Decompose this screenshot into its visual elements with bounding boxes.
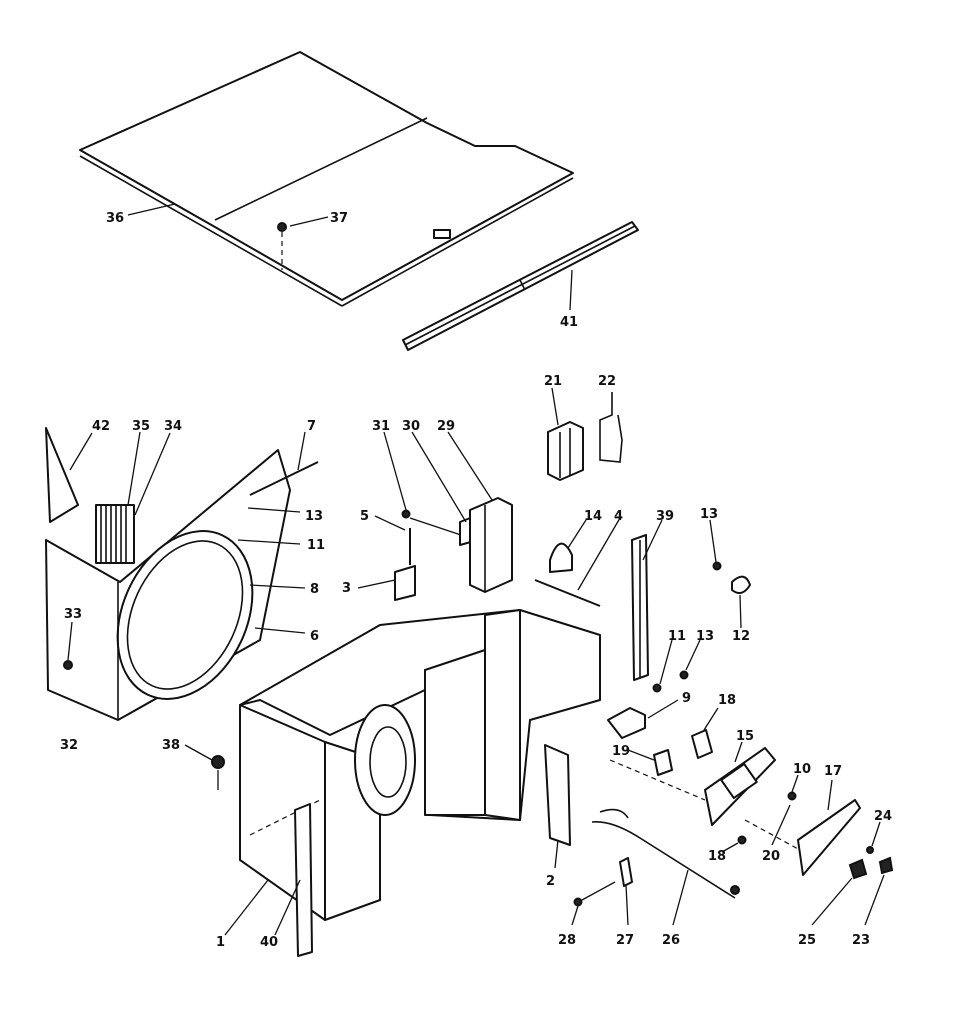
callout-18a: 18 [718, 693, 736, 708]
wire-22 [599, 392, 623, 463]
callout-26: 26 [662, 933, 680, 948]
callout-21: 21 [544, 374, 562, 389]
rod-4 [534, 579, 601, 607]
callout-13c: 13 [696, 629, 714, 644]
clamp-12 [731, 575, 751, 595]
callout-18b: 18 [708, 849, 726, 864]
callout-28: 28 [558, 933, 576, 948]
bracket-2 [544, 744, 571, 846]
callout-14: 14 [584, 509, 602, 524]
knob-27 [619, 857, 633, 887]
screw-37 [277, 222, 287, 232]
panel-clip [433, 229, 451, 239]
coil-fins [95, 504, 135, 564]
callout-2: 2 [546, 874, 555, 889]
capacitor-29 [469, 497, 513, 593]
callout-13a: 13 [305, 509, 323, 524]
callout-17: 17 [824, 764, 842, 779]
knob-25 [848, 858, 868, 880]
callout-8: 8 [310, 582, 319, 597]
blower-housing [239, 609, 601, 921]
callout-34: 34 [164, 419, 182, 434]
callout-24: 24 [874, 809, 892, 824]
callout-12: 12 [732, 629, 750, 644]
callout-15: 15 [736, 729, 754, 744]
callout-5: 5 [360, 509, 369, 524]
callout-11a: 11 [307, 538, 325, 553]
callout-25: 25 [798, 933, 816, 948]
callout-7: 7 [307, 419, 316, 434]
callout-38: 38 [162, 738, 180, 753]
grommet-14 [549, 542, 573, 573]
callout-11b: 11 [668, 629, 686, 644]
bracket-21 [547, 421, 584, 481]
screw-13b [712, 561, 722, 571]
callout-4: 4 [614, 509, 623, 524]
callout-42: 42 [92, 419, 110, 434]
callout-31: 31 [372, 419, 390, 434]
strip-40 [294, 803, 313, 957]
relay-18 [691, 729, 713, 759]
callout-9: 9 [682, 691, 691, 706]
callout-23: 23 [852, 933, 870, 948]
callout-22: 22 [598, 374, 616, 389]
callout-39: 39 [656, 509, 674, 524]
switch-9 [607, 707, 646, 739]
wire-harness-26 [591, 821, 736, 899]
callout-37: 37 [330, 211, 348, 226]
screw-24 [866, 846, 874, 854]
screw-10 [787, 791, 797, 801]
callout-30: 30 [402, 419, 420, 434]
callout-32: 32 [60, 738, 78, 753]
knob-23 [878, 856, 894, 875]
callout-19: 19 [612, 744, 630, 759]
screw-31 [401, 509, 411, 519]
callout-41: 41 [560, 315, 578, 330]
callout-29: 29 [437, 419, 455, 434]
callout-40: 40 [260, 935, 278, 950]
callout-6: 6 [310, 629, 319, 644]
control-panel-15 [704, 747, 776, 826]
bracket-3 [394, 565, 416, 601]
screw-18b [737, 835, 747, 845]
top-cover-panel [79, 51, 574, 307]
callout-33: 33 [64, 607, 82, 622]
callout-10: 10 [793, 762, 811, 777]
callout-35: 35 [132, 419, 150, 434]
callout-27: 27 [616, 933, 634, 948]
callout-20: 20 [762, 849, 780, 864]
faceplate-17 [797, 799, 861, 876]
component-19 [653, 749, 673, 776]
callout-13b: 13 [700, 507, 718, 522]
side-panel-42 [45, 427, 79, 523]
callout-1: 1 [216, 935, 225, 950]
callout-3: 3 [342, 581, 351, 596]
screw-28 [573, 897, 583, 907]
strip-39 [631, 534, 649, 681]
support-rail [402, 221, 639, 351]
rod-7 [249, 461, 319, 496]
screw-13c [679, 670, 689, 680]
screw-33 [63, 660, 73, 670]
knob-38 [211, 755, 225, 769]
callout-36: 36 [106, 211, 124, 226]
screw-11b [652, 683, 662, 693]
condenser-housing [45, 449, 291, 721]
